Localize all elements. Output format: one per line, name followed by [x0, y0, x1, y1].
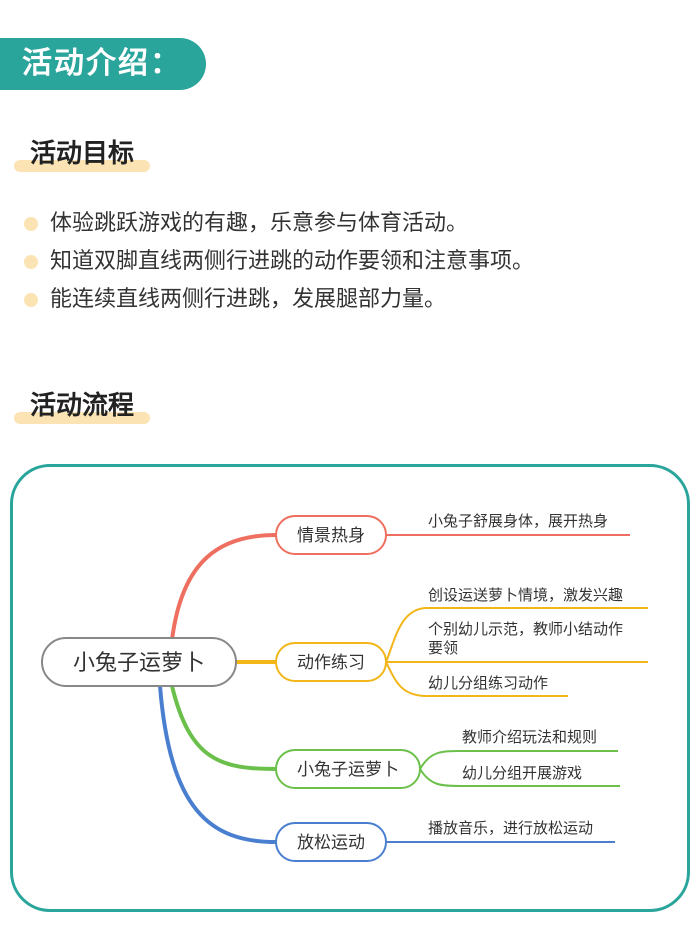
connector-warmup: [170, 533, 277, 641]
connector-game: [170, 685, 277, 771]
branch-node-game: [275, 749, 421, 789]
bullet-dot: [24, 217, 38, 231]
branch-label-relax: 放松运动: [297, 833, 365, 853]
branch-label-game: 小兔子运萝卜: [297, 760, 399, 780]
branch-node-relax: [275, 822, 387, 862]
title-highlight: [14, 160, 151, 172]
leaf-line-game-1: [419, 750, 618, 770]
root-node: [41, 637, 237, 687]
leaf-text: 幼儿分组开展游戏: [462, 764, 582, 782]
title-highlight: [14, 412, 151, 424]
goal-item: 能连续直线两侧行进跳，发展腿部力量。: [24, 281, 534, 319]
goal-item: 知道双脚直线两侧行进跳的动作要领和注意事项。: [24, 243, 534, 281]
leaf-text: 要领: [428, 639, 458, 657]
bullet-dot: [24, 255, 38, 269]
process-section-title: 活动流程: [14, 386, 151, 426]
branch-node-practice: [275, 642, 387, 682]
bullet-dot: [24, 293, 38, 307]
leaf-text: 创设运送萝卜情境，激发兴趣: [428, 586, 623, 604]
leaf-line-practice-1: [385, 607, 648, 663]
leaf-line-game-2: [419, 768, 620, 787]
mindmap-frame: [10, 464, 690, 912]
leaf-line-practice-3: [385, 661, 568, 697]
leaf-text: 个别幼儿示范，教师小结动作: [428, 620, 623, 638]
leaf-text: 小兔子舒展身体，展开热身: [428, 512, 608, 530]
goals-list: 体验跳跃游戏的有趣，乐意参与体育活动。 知道双脚直线两侧行进跳的动作要领和注意事…: [24, 205, 534, 319]
branch-label-practice: 动作练习: [297, 653, 365, 673]
leaf-text: 播放音乐，进行放松运动: [428, 819, 593, 837]
leaf-text: 教师介绍玩法和规则: [462, 728, 597, 746]
goals-section-title: 活动目标: [14, 134, 151, 174]
branch-label-warmup: 情景热身: [297, 526, 365, 546]
goal-item: 体验跳跃游戏的有趣，乐意参与体育活动。: [24, 205, 534, 243]
leaf-text: 幼儿分组练习动作: [428, 674, 548, 692]
connector-relax: [158, 685, 277, 844]
root-label: 小兔子运萝卜: [73, 651, 205, 676]
page-title: 活动介绍：: [0, 38, 206, 90]
branch-node-warmup: [275, 515, 387, 555]
